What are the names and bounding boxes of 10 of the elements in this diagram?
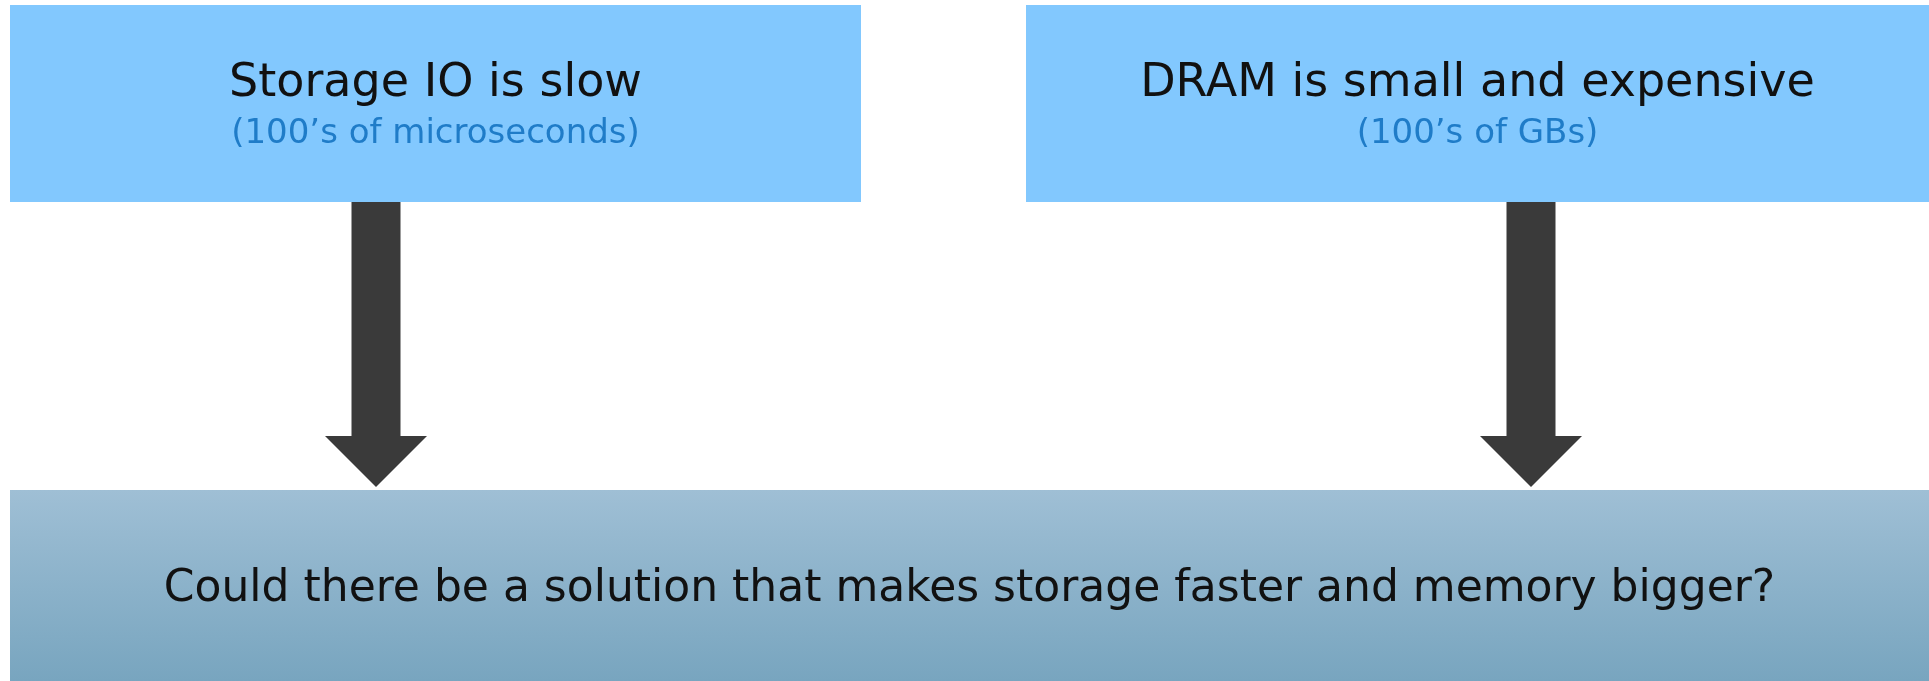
heading-text: DRAM is small and expensive xyxy=(1140,56,1815,106)
problem-box xyxy=(10,5,861,202)
problem-box xyxy=(1026,5,1929,202)
subtitle-text: (100’s of microseconds) xyxy=(231,111,640,151)
arrow xyxy=(1480,202,1582,487)
question-banner xyxy=(10,490,1929,681)
heading-text: Storage IO is slow xyxy=(229,56,642,106)
subtitle-text: (100’s of GBs) xyxy=(1356,111,1599,151)
arrow xyxy=(325,202,427,487)
heading-text: Could there be a solution that makes storage faster and memory bigger? xyxy=(163,560,1776,611)
